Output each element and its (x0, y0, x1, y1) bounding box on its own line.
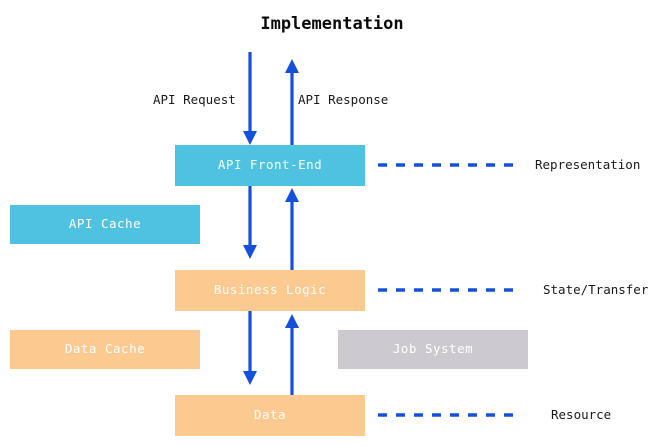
arrow-api-request (243, 52, 257, 145)
box-job-system[interactable]: Job System (338, 330, 528, 369)
arrow-frontend-to-logic (243, 185, 257, 259)
box-data[interactable]: Data (175, 395, 365, 436)
arrow-logic-to-frontend (285, 188, 299, 270)
flow-label-api-request: API Request (153, 92, 236, 107)
label-state-transfer: State/Transfer (543, 282, 649, 297)
flow-label-api-response: API Response (298, 92, 389, 107)
arrow-api-response (285, 59, 299, 145)
box-api-front-end[interactable]: API Front-End (175, 145, 365, 186)
page-title: Implementation (260, 14, 404, 34)
label-representation: Representation (535, 157, 641, 172)
box-business-logic[interactable]: Business Logic (175, 270, 365, 311)
arrow-logic-to-data (243, 310, 257, 385)
box-api-cache[interactable]: API Cache (10, 205, 200, 244)
label-resource: Resource (551, 407, 612, 422)
arrow-data-to-logic (285, 314, 299, 395)
box-data-cache[interactable]: Data Cache (10, 330, 200, 369)
